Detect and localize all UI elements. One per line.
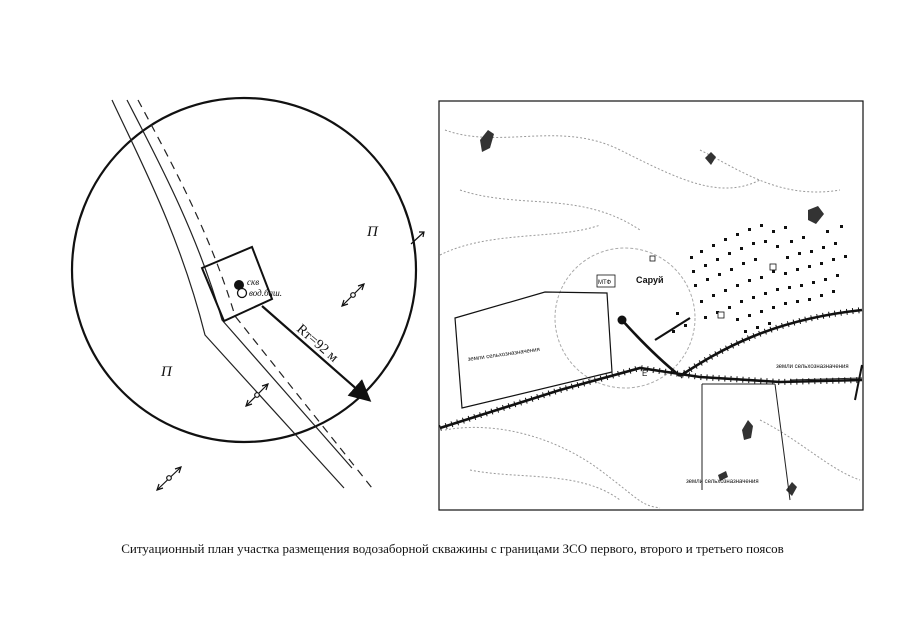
flow-arrow-symbol (245, 383, 269, 407)
road-axis-dashed (137, 99, 373, 489)
map-zone-circle (554, 247, 696, 389)
road-edge-left (111, 99, 345, 489)
zone-label-upper: П (366, 224, 379, 240)
map-marker-e: Е (642, 369, 647, 378)
map-frame (438, 100, 864, 511)
radius-arrow (261, 305, 372, 402)
situation-map: земли сельхозназначения земли сельхозназ… (438, 100, 864, 511)
farmland-label: земли сельхозназначения (776, 364, 849, 370)
mtf-box (596, 274, 616, 288)
mtf-label: МТФ (598, 280, 611, 286)
farmland-label: земли сельхозназначения (686, 479, 759, 485)
well-dot-map (617, 315, 627, 325)
first-belt-square (200, 245, 274, 323)
flow-arrow-symbol (156, 466, 182, 491)
water-tower-marker (236, 287, 248, 299)
well-label: скв (247, 277, 259, 287)
zone-scheme: скв вод.баш. Rт=92 м П П (70, 96, 425, 491)
field-boundaries (701, 377, 863, 501)
radius-label: Rт=92 м (293, 322, 340, 366)
flow-arrow-symbol (341, 283, 365, 307)
figure-caption: Ситуационный план участка размещения вод… (121, 541, 784, 556)
farmland-parcel (454, 291, 613, 409)
zone-label-lower: П (160, 364, 173, 380)
public-buildings (649, 255, 777, 319)
contour-lines (439, 129, 861, 509)
well-marker (234, 280, 244, 290)
flow-arrow-symbol (410, 231, 425, 245)
village-label: Саруй (636, 275, 664, 285)
zone-boundary-circle (70, 96, 418, 444)
settlement-houses (672, 224, 847, 333)
tower-label: вод.баш. (249, 288, 282, 298)
power-line (439, 307, 863, 431)
